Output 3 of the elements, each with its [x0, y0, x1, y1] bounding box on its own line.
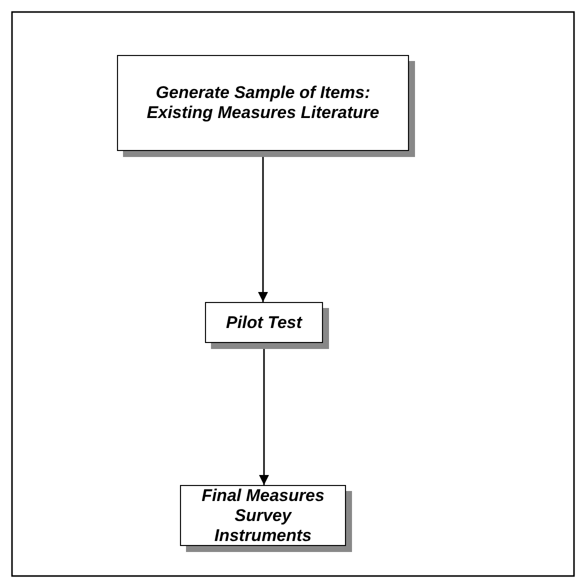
- box-label: Generate Sample of Items: Existing Measures Literature: [146, 83, 380, 123]
- box-label: Final Measures Survey Instruments: [200, 486, 326, 546]
- box-label: Pilot Test: [226, 312, 302, 332]
